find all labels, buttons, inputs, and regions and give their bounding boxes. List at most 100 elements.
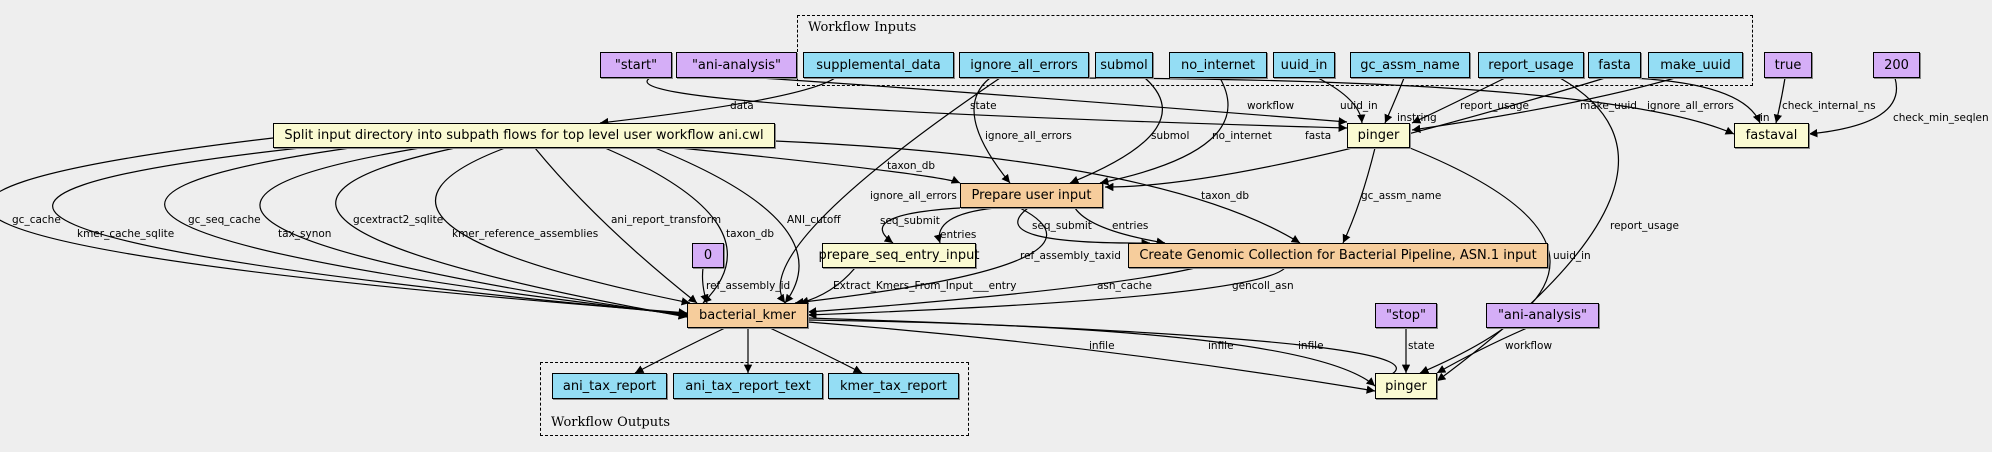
edge-label: gc_assm_name — [1361, 190, 1442, 202]
node-prepare-seq[interactable]: prepare_seq_entry_input — [819, 243, 979, 268]
node-c200[interactable]: 200 — [1873, 52, 1920, 78]
node-kmer-tax-report[interactable]: kmer_tax_report — [828, 373, 959, 399]
edge-label: make_uuid — [1580, 100, 1637, 112]
node-split[interactable]: Split input directory into subpath flows… — [273, 123, 775, 148]
edge-label: ignore_all_errors — [1647, 100, 1734, 112]
edge-no-internet-to-prepare — [1099, 77, 1229, 186]
edge-label: infile — [1089, 340, 1115, 352]
edge-create-to-bk — [807, 267, 1286, 319]
edge-split-to-prepare — [679, 147, 961, 184]
edge-split-to-bk — [259, 147, 688, 319]
edge-report-usage-to-pinger2 — [1436, 77, 1620, 382]
edge-label: in — [1760, 112, 1770, 124]
edge-label: taxon_db — [726, 228, 775, 240]
node-zero[interactable]: 0 — [692, 243, 724, 268]
edge-label: workflow — [1247, 100, 1295, 112]
edge-label: ignore_all_errors — [985, 130, 1072, 142]
edge-label: kmer_reference_assemblies — [452, 228, 599, 240]
edge-prepare-to-create — [1017, 207, 1151, 248]
node-true[interactable]: true — [1764, 52, 1812, 78]
edge-supplemental-data-to-split — [599, 77, 836, 127]
edge-label: gencoll_asn — [1232, 280, 1294, 292]
edge-label: report_usage — [1460, 100, 1530, 112]
node-create[interactable]: Create Genomic Collection for Bacterial … — [1128, 243, 1548, 268]
edge-ani2-to-pinger2 — [1436, 327, 1528, 374]
node-ani-tax-report-text[interactable]: ani_tax_report_text — [673, 373, 823, 399]
node-report-usage[interactable]: report_usage — [1478, 52, 1584, 78]
workflow-outputs-cluster: Workflow Outputs — [540, 362, 969, 436]
edge-label: infile — [1298, 340, 1324, 352]
node-uuid-in[interactable]: uuid_in — [1273, 52, 1335, 78]
edge-gc-assm-name-to-pinger1 — [1384, 77, 1405, 124]
edge-label: uuid_in — [1553, 250, 1591, 262]
edge-start-to-pinger1 — [646, 77, 1348, 132]
workflow-inputs-cluster: Workflow Inputs — [797, 15, 1753, 86]
edge-label: state — [970, 100, 997, 112]
edge-label: state — [1408, 340, 1435, 352]
edge-label: Extract_Kmers_From_Input___entry — [833, 280, 1017, 292]
edge-uuid-in-to-pinger1 — [1317, 77, 1366, 124]
edge-ani1-to-pinger1 — [759, 77, 1348, 126]
edge-label: gcextract2_sqlite — [353, 214, 444, 226]
edge-split-to-bk — [534, 147, 698, 304]
node-gc-assm-name[interactable]: gc_assm_name — [1350, 52, 1470, 78]
edge-bk-to-ani-tax-report — [634, 327, 726, 374]
edge-split-to-bk — [0, 137, 688, 317]
edge-split-to-bk — [654, 147, 800, 304]
edge-prepare-to-prepare-seq — [881, 207, 961, 244]
edge-label: check_internal_ns — [1782, 100, 1876, 112]
edge-label: ANI_cutoff — [787, 214, 841, 226]
edge-label: ref_assembly_taxid — [1020, 250, 1121, 262]
edge-split-to-bk — [335, 147, 688, 320]
edge-ignore-all-errors-to-bk — [776, 77, 1001, 304]
edge-split-to-bk — [604, 147, 728, 304]
edge-split-to-bk — [164, 147, 688, 319]
node-ani2[interactable]: "ani-analysis" — [1486, 303, 1599, 328]
edge-bk-to-kmer-tax-report — [769, 327, 863, 374]
edge-prepare-to-create — [1074, 207, 1166, 246]
edge-true-to-fastaval — [1773, 77, 1786, 124]
node-no-internet[interactable]: no_internet — [1169, 52, 1267, 78]
edge-ignore-all-errors-to-fastaval — [1054, 77, 1735, 135]
node-pinger2[interactable]: pinger — [1375, 373, 1437, 399]
node-stop[interactable]: "stop" — [1375, 303, 1437, 328]
node-ignore-all-errors[interactable]: ignore_all_errors — [959, 52, 1089, 78]
node-make-uuid[interactable]: make_uuid — [1648, 52, 1743, 78]
workflow-outputs-label: Workflow Outputs — [551, 415, 670, 430]
node-pinger1[interactable]: pinger — [1347, 123, 1410, 148]
edge-submol-to-prepare — [1069, 77, 1163, 184]
edge-label: kmer_cache_sqlite — [77, 228, 175, 240]
edge-label: entries — [1112, 220, 1149, 232]
edge-label: seq_submit — [880, 215, 940, 227]
node-bk[interactable]: bacterial_kmer — [687, 303, 808, 328]
edge-label: gc_cache — [12, 214, 61, 226]
edge-label: taxon_db — [1201, 190, 1250, 202]
edge-label: check_min_seqlen — [1893, 112, 1989, 124]
edge-split-to-bk — [434, 147, 691, 306]
node-start[interactable]: "start" — [600, 52, 672, 78]
node-fastaval[interactable]: fastaval — [1734, 123, 1809, 148]
edge-label: asn_cache — [1097, 280, 1152, 292]
edge-label: fasta — [1305, 130, 1332, 142]
edge-label: seq_submit — [1032, 220, 1092, 232]
node-submol[interactable]: submol — [1095, 52, 1153, 78]
edge-prepare-to-bk — [794, 207, 1048, 307]
node-prepare[interactable]: Prepare user input — [960, 183, 1103, 208]
edge-label: tax_synon — [278, 228, 332, 240]
edge-label: infile — [1208, 340, 1234, 352]
edge-label: instring — [1397, 112, 1437, 124]
edge-prepare-to-prepare-seq — [933, 207, 996, 244]
edge-label: ignore_all_errors — [870, 190, 957, 202]
edge-label: submol — [1151, 130, 1190, 142]
edge-label: entries — [940, 229, 977, 241]
node-ani-tax-report[interactable]: ani_tax_report — [552, 373, 667, 399]
edge-label: workflow — [1505, 340, 1553, 352]
edge-zero-to-bk — [700, 267, 709, 304]
node-ani1[interactable]: "ani-analysis" — [676, 52, 797, 78]
edge-fasta-to-fastaval — [1631, 77, 1761, 124]
edge-pinger1-to-pinger2 — [1409, 147, 1551, 374]
node-supplemental-data[interactable]: supplemental_data — [803, 52, 954, 78]
node-fasta[interactable]: fasta — [1588, 52, 1641, 78]
edge-prepare-seq-to-bk — [799, 267, 856, 305]
